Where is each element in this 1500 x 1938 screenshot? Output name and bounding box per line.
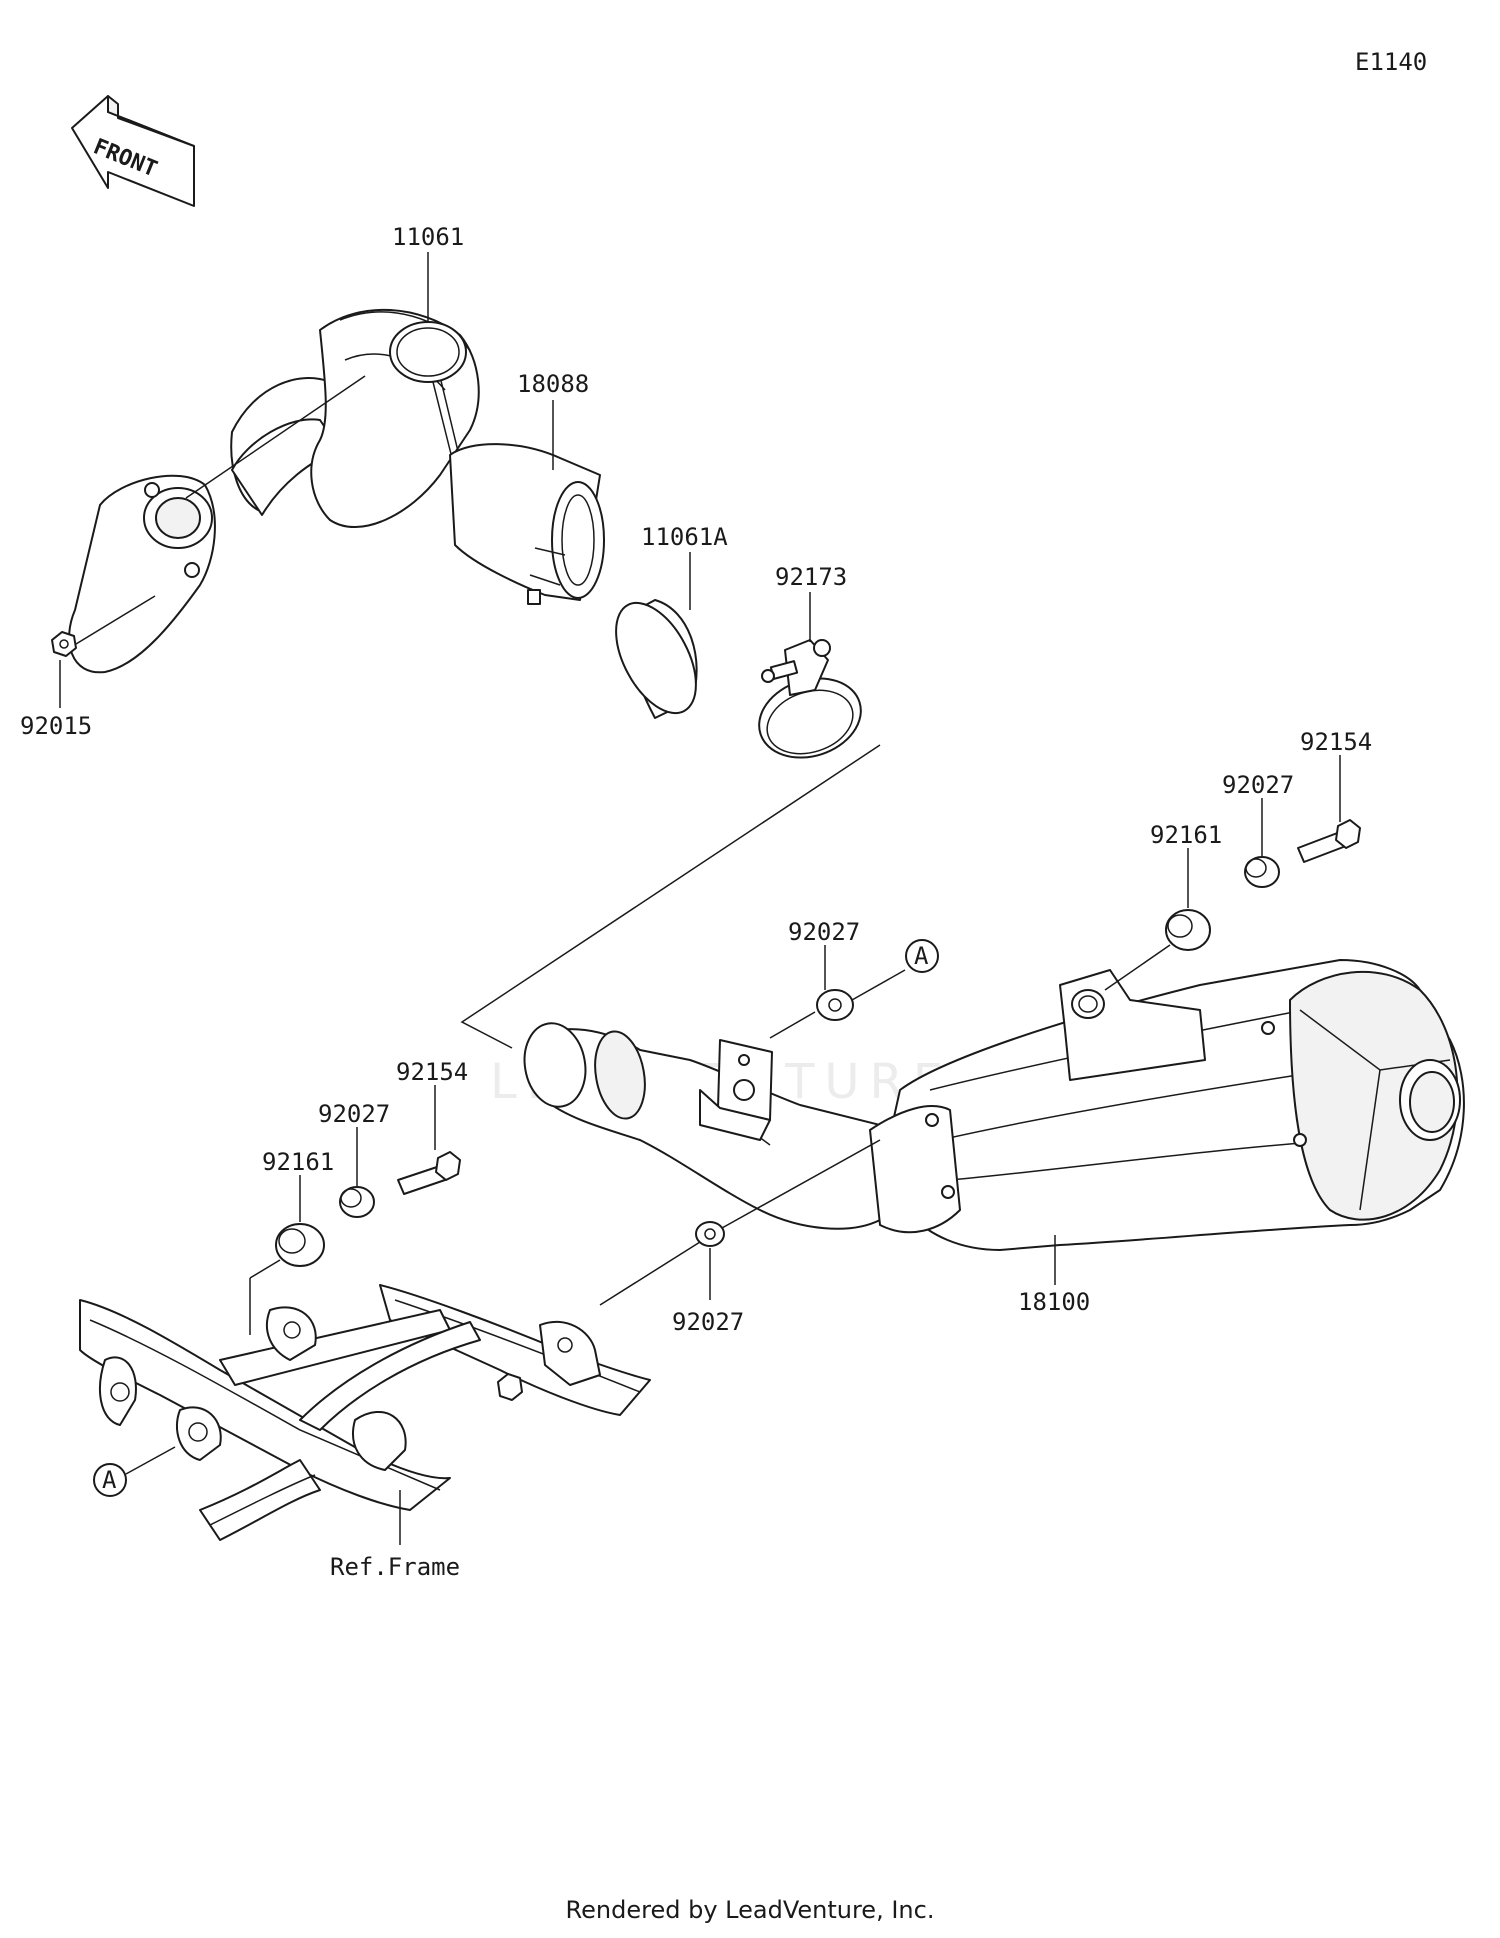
callout-92161-left: 92161 xyxy=(262,1148,334,1176)
exhaust-header-pipe xyxy=(68,308,605,674)
front-arrow-icon: FRONT xyxy=(71,95,195,207)
callout-92173: 92173 xyxy=(775,563,847,591)
ref-frame-label: Ref.Frame xyxy=(330,1553,460,1581)
callout-92154-right: 92154 xyxy=(1300,728,1372,756)
pipe-clamp xyxy=(758,639,862,759)
right-mount-damper xyxy=(1165,909,1211,951)
left-mount-collar xyxy=(339,1186,375,1218)
muffler-assembly xyxy=(523,959,1465,1251)
ref-a-left-circle xyxy=(93,1463,127,1497)
callout-92027-left: 92027 xyxy=(318,1100,390,1128)
callout-92027-lower: 92027 xyxy=(672,1308,744,1336)
gasket-ring xyxy=(389,321,467,383)
callout-11061a: 11061A xyxy=(641,523,728,551)
callout-18088: 18088 xyxy=(517,370,589,398)
ref-a-left: A xyxy=(102,1466,117,1494)
ref-a-center: A xyxy=(914,942,929,970)
footer-credit: Rendered by LeadVenture, Inc. xyxy=(565,1896,935,1924)
callout-92161-right: 92161 xyxy=(1150,821,1222,849)
sleeve-gasket xyxy=(615,599,698,719)
callout-92015: 92015 xyxy=(20,712,92,740)
callout-18100: 18100 xyxy=(1018,1288,1090,1316)
right-mount-collar xyxy=(1244,856,1280,888)
left-mount-damper xyxy=(275,1223,325,1267)
left-mount-bolt xyxy=(397,1151,461,1195)
callout-11061: 11061 xyxy=(392,223,464,251)
ref-a-center-circle xyxy=(905,939,939,973)
frame-section xyxy=(79,1284,651,1541)
flange-nut xyxy=(51,631,77,657)
lower-collar xyxy=(695,1221,725,1247)
callout-92154-left: 92154 xyxy=(396,1058,468,1086)
callout-92027-center: 92027 xyxy=(788,918,860,946)
diagram-code: E1140 xyxy=(1355,48,1427,76)
callout-92027-right: 92027 xyxy=(1222,771,1294,799)
center-collar xyxy=(816,989,854,1021)
right-mount-bolt xyxy=(1297,819,1361,863)
